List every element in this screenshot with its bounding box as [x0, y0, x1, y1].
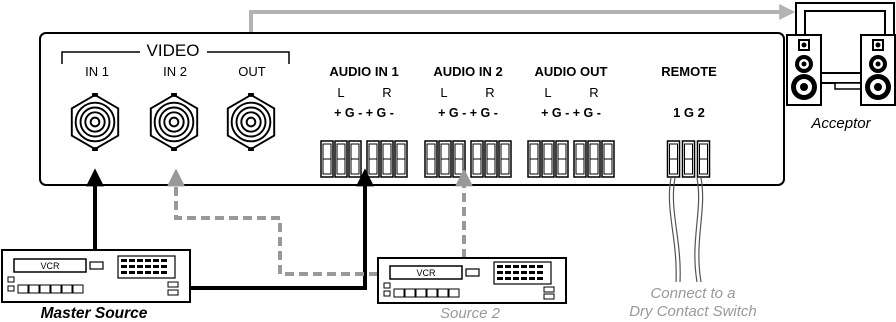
source2-vcr: VCR [377, 257, 567, 304]
remote-terminal-block[interactable] [666, 140, 711, 178]
source2-cables [167, 168, 473, 276]
right-speaker-icon [860, 34, 896, 106]
video-group-label: VIDEO [147, 41, 200, 60]
source2-vcr-badge: VCR [416, 268, 436, 278]
audio-in1-pin-row: + G - + G - [334, 106, 394, 120]
remote-label: REMOTE [661, 64, 717, 79]
acceptor-device [786, 2, 896, 106]
dry-contact-note-line2: Dry Contact Switch [629, 303, 757, 320]
left-speaker-icon [786, 34, 822, 106]
master-vcr-badge: VCR [40, 261, 60, 271]
audio-in2-pin-row: + G - + G - [438, 106, 498, 120]
master-audio-cable [190, 168, 374, 290]
audio-out-l-label: L [544, 85, 551, 100]
source2-caption: Source 2 [440, 305, 501, 322]
audio-in1-label: AUDIO IN 1 [329, 64, 398, 79]
remote-pin-row: 1 G 2 [673, 105, 705, 120]
audio-out-r-label: R [589, 85, 598, 100]
source2-video-cable [167, 168, 378, 276]
audio-in2-r-label: R [485, 85, 494, 100]
audio-in2-l-label: L [440, 85, 447, 100]
video-out-label: OUT [238, 64, 266, 79]
audio-out-pin-row: + G - + G - [541, 106, 601, 120]
master-source-vcr: VCR [1, 249, 191, 303]
dry-contact-note-line1: Connect to a [650, 285, 735, 302]
video-in2-label: IN 2 [163, 64, 187, 79]
acceptor-caption: Acceptor [810, 115, 871, 132]
video-group-bracket [61, 51, 290, 64]
master-source-cables [86, 168, 374, 290]
audio-out-label: AUDIO OUT [535, 64, 608, 79]
video-in1-label: IN 1 [85, 64, 109, 79]
remote-wires [668, 177, 704, 283]
audio-in1-l-label: L [337, 85, 344, 100]
audio-in2-label: AUDIO IN 2 [433, 64, 502, 79]
master-source-caption: Master Source [41, 305, 148, 322]
audio-in1-r-label: R [382, 85, 391, 100]
